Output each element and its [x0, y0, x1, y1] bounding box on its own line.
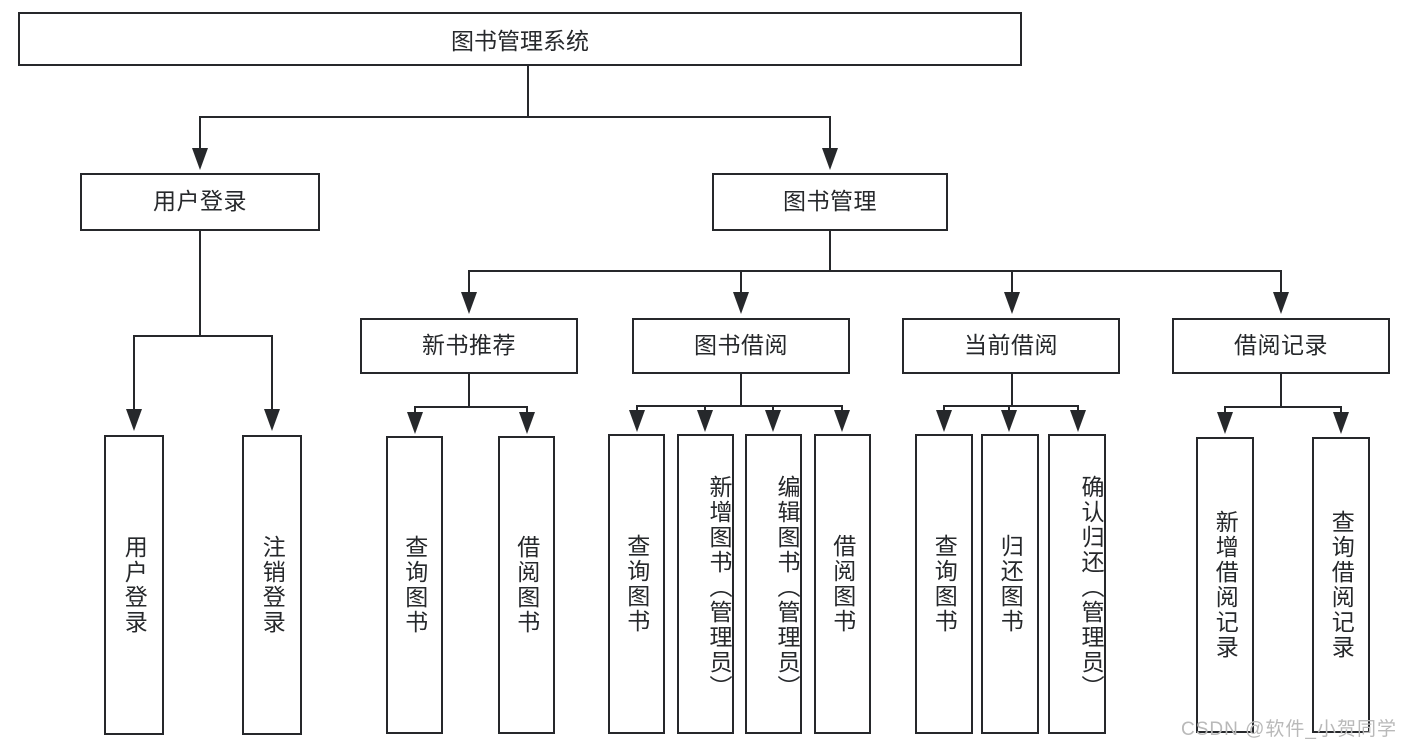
- arrow-current-borrow-c2: [1001, 410, 1017, 432]
- edge-current-borrow-c3: [1077, 405, 1079, 413]
- leaf-query-book-1-label: 查询图书: [401, 535, 428, 635]
- edge-borrow-record-c2: [1340, 406, 1342, 416]
- edge-book-borrow-bar: [636, 405, 842, 407]
- edge-book-borrow-c3: [772, 405, 774, 413]
- edge-book-borrow-stem: [740, 374, 742, 405]
- leaf-add-book-admin[interactable]: 新增图书（管理员）: [677, 434, 734, 734]
- edge-borrow-record-c1: [1224, 406, 1226, 416]
- arrow-user-login-to-login: [126, 409, 142, 431]
- edge-user-login-to-login: [133, 335, 135, 413]
- node-borrow-record-label: 借阅记录: [1234, 332, 1328, 359]
- leaf-query-borrow-record[interactable]: 查询借阅记录: [1312, 437, 1370, 733]
- edge-new-book-c2: [526, 406, 528, 416]
- edge-book-borrow-c1: [636, 405, 638, 413]
- edge-current-borrow-bar: [943, 405, 1079, 407]
- arrow-new-book-c2: [519, 412, 535, 434]
- node-user-login[interactable]: 用户登录: [80, 173, 320, 231]
- edge-to-book-borrow: [740, 270, 742, 294]
- edge-book-manage-stem: [829, 231, 831, 270]
- arrow-to-book-borrow: [733, 292, 749, 314]
- leaf-user-login[interactable]: 用户登录: [104, 435, 164, 735]
- edge-borrow-record-stem: [1280, 374, 1282, 406]
- node-book-borrow[interactable]: 图书借阅: [632, 318, 850, 374]
- leaf-borrow-book-1[interactable]: 借阅图书: [498, 436, 555, 734]
- arrow-to-new-book: [461, 292, 477, 314]
- edge-to-current-borrow: [1011, 270, 1013, 294]
- arrow-book-borrow-c2: [697, 410, 713, 432]
- arrow-root-to-book-manage: [822, 148, 838, 170]
- leaf-add-book-admin-label: 新增图书（管理员）: [706, 474, 732, 700]
- edge-root-to-book-manage: [829, 116, 831, 152]
- leaf-query-book-3-label: 查询图书: [931, 534, 958, 634]
- arrow-borrow-record-c2: [1333, 412, 1349, 434]
- edge-user-login-stem: [199, 231, 201, 335]
- edge-to-new-book: [468, 270, 470, 294]
- leaf-borrow-book-1-label: 借阅图书: [513, 535, 540, 635]
- leaf-borrow-book-2[interactable]: 借阅图书: [814, 434, 871, 734]
- leaf-confirm-return-admin-label: 确认归还（管理员）: [1078, 474, 1104, 700]
- edge-user-login-bar: [133, 335, 273, 337]
- leaf-user-login-label: 用户登录: [121, 535, 148, 635]
- node-new-book-recommend-label: 新书推荐: [422, 332, 516, 359]
- edge-current-borrow-c2: [1008, 405, 1010, 413]
- leaf-return-book[interactable]: 归还图书: [981, 434, 1039, 734]
- edge-borrow-record-bar: [1224, 406, 1342, 408]
- edge-root-to-user-login: [199, 116, 201, 152]
- node-current-borrow[interactable]: 当前借阅: [902, 318, 1120, 374]
- edge-book-borrow-c4: [841, 405, 843, 413]
- node-new-book-recommend[interactable]: 新书推荐: [360, 318, 578, 374]
- edge-new-book-bar: [414, 406, 528, 408]
- edge-root-bar: [199, 116, 831, 118]
- arrow-book-borrow-c3: [765, 410, 781, 432]
- edge-user-login-to-logout: [271, 335, 273, 413]
- node-book-borrow-label: 图书借阅: [694, 332, 788, 359]
- edge-new-book-c1: [414, 406, 416, 416]
- arrow-new-book-c1: [407, 412, 423, 434]
- edge-to-borrow-record: [1280, 270, 1282, 294]
- leaf-query-book-1[interactable]: 查询图书: [386, 436, 443, 734]
- leaf-query-book-2[interactable]: 查询图书: [608, 434, 665, 734]
- edge-root-stem: [527, 66, 529, 116]
- leaf-borrow-book-2-label: 借阅图书: [829, 534, 856, 634]
- leaf-query-book-3[interactable]: 查询图书: [915, 434, 973, 734]
- leaf-add-borrow-record[interactable]: 新增借阅记录: [1196, 437, 1254, 733]
- arrow-current-borrow-c1: [936, 410, 952, 432]
- arrow-user-login-to-logout: [264, 409, 280, 431]
- leaf-return-book-label: 归还图书: [997, 534, 1024, 634]
- leaf-confirm-return-admin[interactable]: 确认归还（管理员）: [1048, 434, 1106, 734]
- node-root-system[interactable]: 图书管理系统: [18, 12, 1022, 66]
- node-book-management-label: 图书管理: [783, 188, 877, 215]
- node-user-login-label: 用户登录: [153, 188, 247, 215]
- node-root-label: 图书管理系统: [451, 28, 589, 54]
- edge-current-borrow-c1: [943, 405, 945, 413]
- leaf-add-borrow-record-label: 新增借阅记录: [1212, 510, 1239, 660]
- arrow-to-borrow-record: [1273, 292, 1289, 314]
- arrow-book-borrow-c1: [629, 410, 645, 432]
- arrow-book-borrow-c4: [834, 410, 850, 432]
- edge-new-book-stem: [468, 374, 470, 406]
- leaf-user-logout-label: 注销登录: [259, 535, 286, 635]
- leaf-edit-book-admin[interactable]: 编辑图书（管理员）: [745, 434, 802, 734]
- leaf-user-logout[interactable]: 注销登录: [242, 435, 302, 735]
- arrow-to-current-borrow: [1004, 292, 1020, 314]
- leaf-edit-book-admin-label: 编辑图书（管理员）: [774, 474, 800, 700]
- arrow-borrow-record-c1: [1217, 412, 1233, 434]
- node-current-borrow-label: 当前借阅: [964, 332, 1058, 359]
- edge-current-borrow-stem: [1011, 374, 1013, 405]
- watermark: CSDN @软件_小贺同学: [1181, 719, 1397, 740]
- leaf-query-book-2-label: 查询图书: [623, 534, 650, 634]
- node-borrow-record[interactable]: 借阅记录: [1172, 318, 1390, 374]
- leaf-query-borrow-record-label: 查询借阅记录: [1328, 510, 1355, 660]
- arrow-root-to-user-login: [192, 148, 208, 170]
- arrow-current-borrow-c3: [1070, 410, 1086, 432]
- node-book-management[interactable]: 图书管理: [712, 173, 948, 231]
- edge-book-borrow-c2: [704, 405, 706, 413]
- edge-book-manage-bar: [468, 270, 1282, 272]
